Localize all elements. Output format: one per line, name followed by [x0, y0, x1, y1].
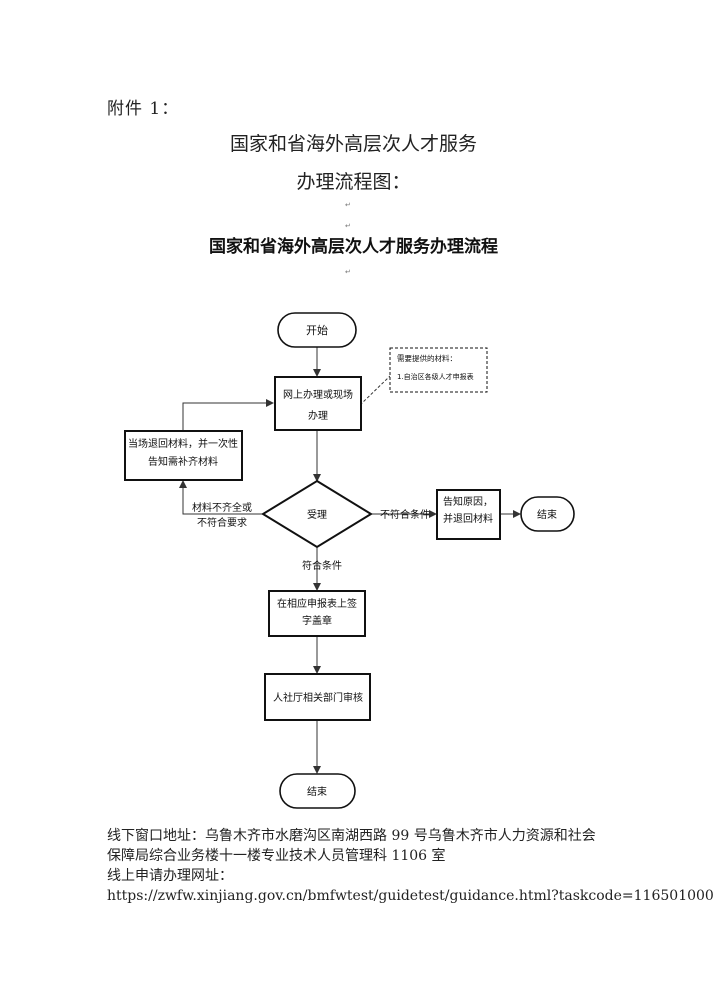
end-right-label: 结束: [537, 508, 557, 521]
document-title-line2: 办理流程图：: [296, 171, 411, 193]
online-url[interactable]: https://zwfw.xinjiang.gov.cn/bmfwtest/gu…: [107, 888, 714, 904]
contact-info: 线下窗口地址：乌鲁木齐市水磨沟区南湖西路 99 号乌鲁木齐市人力资源和社会 保障…: [107, 826, 714, 906]
online-label-line2: 办理: [308, 409, 328, 422]
review-box: [264, 673, 371, 721]
online-url-label: 线上申请办理网址：: [107, 868, 233, 884]
return-materials-box: [124, 430, 243, 481]
materials-link-line: [359, 375, 391, 406]
review-label: 人社厅相关部门审核: [273, 691, 363, 704]
online-label-line1: 网上办理或现场: [283, 388, 353, 401]
start-label: 开始: [306, 323, 328, 337]
materials-note-box: [389, 347, 488, 393]
arrow-return-to-online: [182, 399, 274, 430]
end-node-right: [520, 496, 575, 532]
end-bottom-label: 结束: [307, 785, 327, 798]
online-process-box: [274, 376, 362, 431]
attachment-label: 附件 1：: [107, 99, 180, 119]
document-title-line1: 国家和省海外高层次人才服务: [229, 133, 477, 155]
accept-decision: [261, 479, 373, 549]
notify-label-line2: 并退回材料: [443, 512, 493, 525]
notify-reason-box: [436, 489, 501, 540]
materials-label-line2: 1.自治区各级人才申报表: [397, 372, 474, 381]
notify-label-line1: 告知原因，: [443, 495, 493, 508]
offline-address-line1: 线下窗口地址：乌鲁木齐市水磨沟区南湖西路 99 号乌鲁木齐市人力资源和社会: [107, 828, 596, 844]
meet-label: 符合条件: [302, 559, 342, 572]
start-node: [277, 312, 357, 348]
not-meet-label: 不符合条件: [380, 508, 430, 521]
sign-seal-box: [268, 590, 366, 637]
sign-label-line1: 在相应申报表上签: [277, 597, 357, 610]
sign-label-line2: 字盖章: [302, 614, 332, 627]
return-label-line1: 当场退回材料，并一次性: [128, 437, 238, 450]
incomplete-label-line2: 不符合要求: [197, 516, 247, 529]
flowchart-title: 国家和省海外高层次人才服务办理流程: [209, 237, 498, 257]
flow-connectors: [179, 347, 521, 774]
paragraph-mark: ↵: [345, 268, 351, 276]
paragraph-mark: ↵: [345, 222, 351, 230]
accept-label: 受理: [307, 509, 327, 521]
return-label-line2: 告知需补齐材料: [148, 455, 218, 468]
arrow-accept-to-return: [179, 480, 263, 515]
incomplete-label-line1: 材料不齐全或: [192, 501, 252, 514]
end-node-bottom: [279, 773, 356, 809]
materials-label-line1: 需要提供的材料：: [397, 353, 457, 363]
paragraph-mark: ↵: [345, 201, 351, 209]
offline-address-line2: 保障局综合业务楼十一楼专业技术人员管理科 1106 室: [107, 848, 446, 864]
